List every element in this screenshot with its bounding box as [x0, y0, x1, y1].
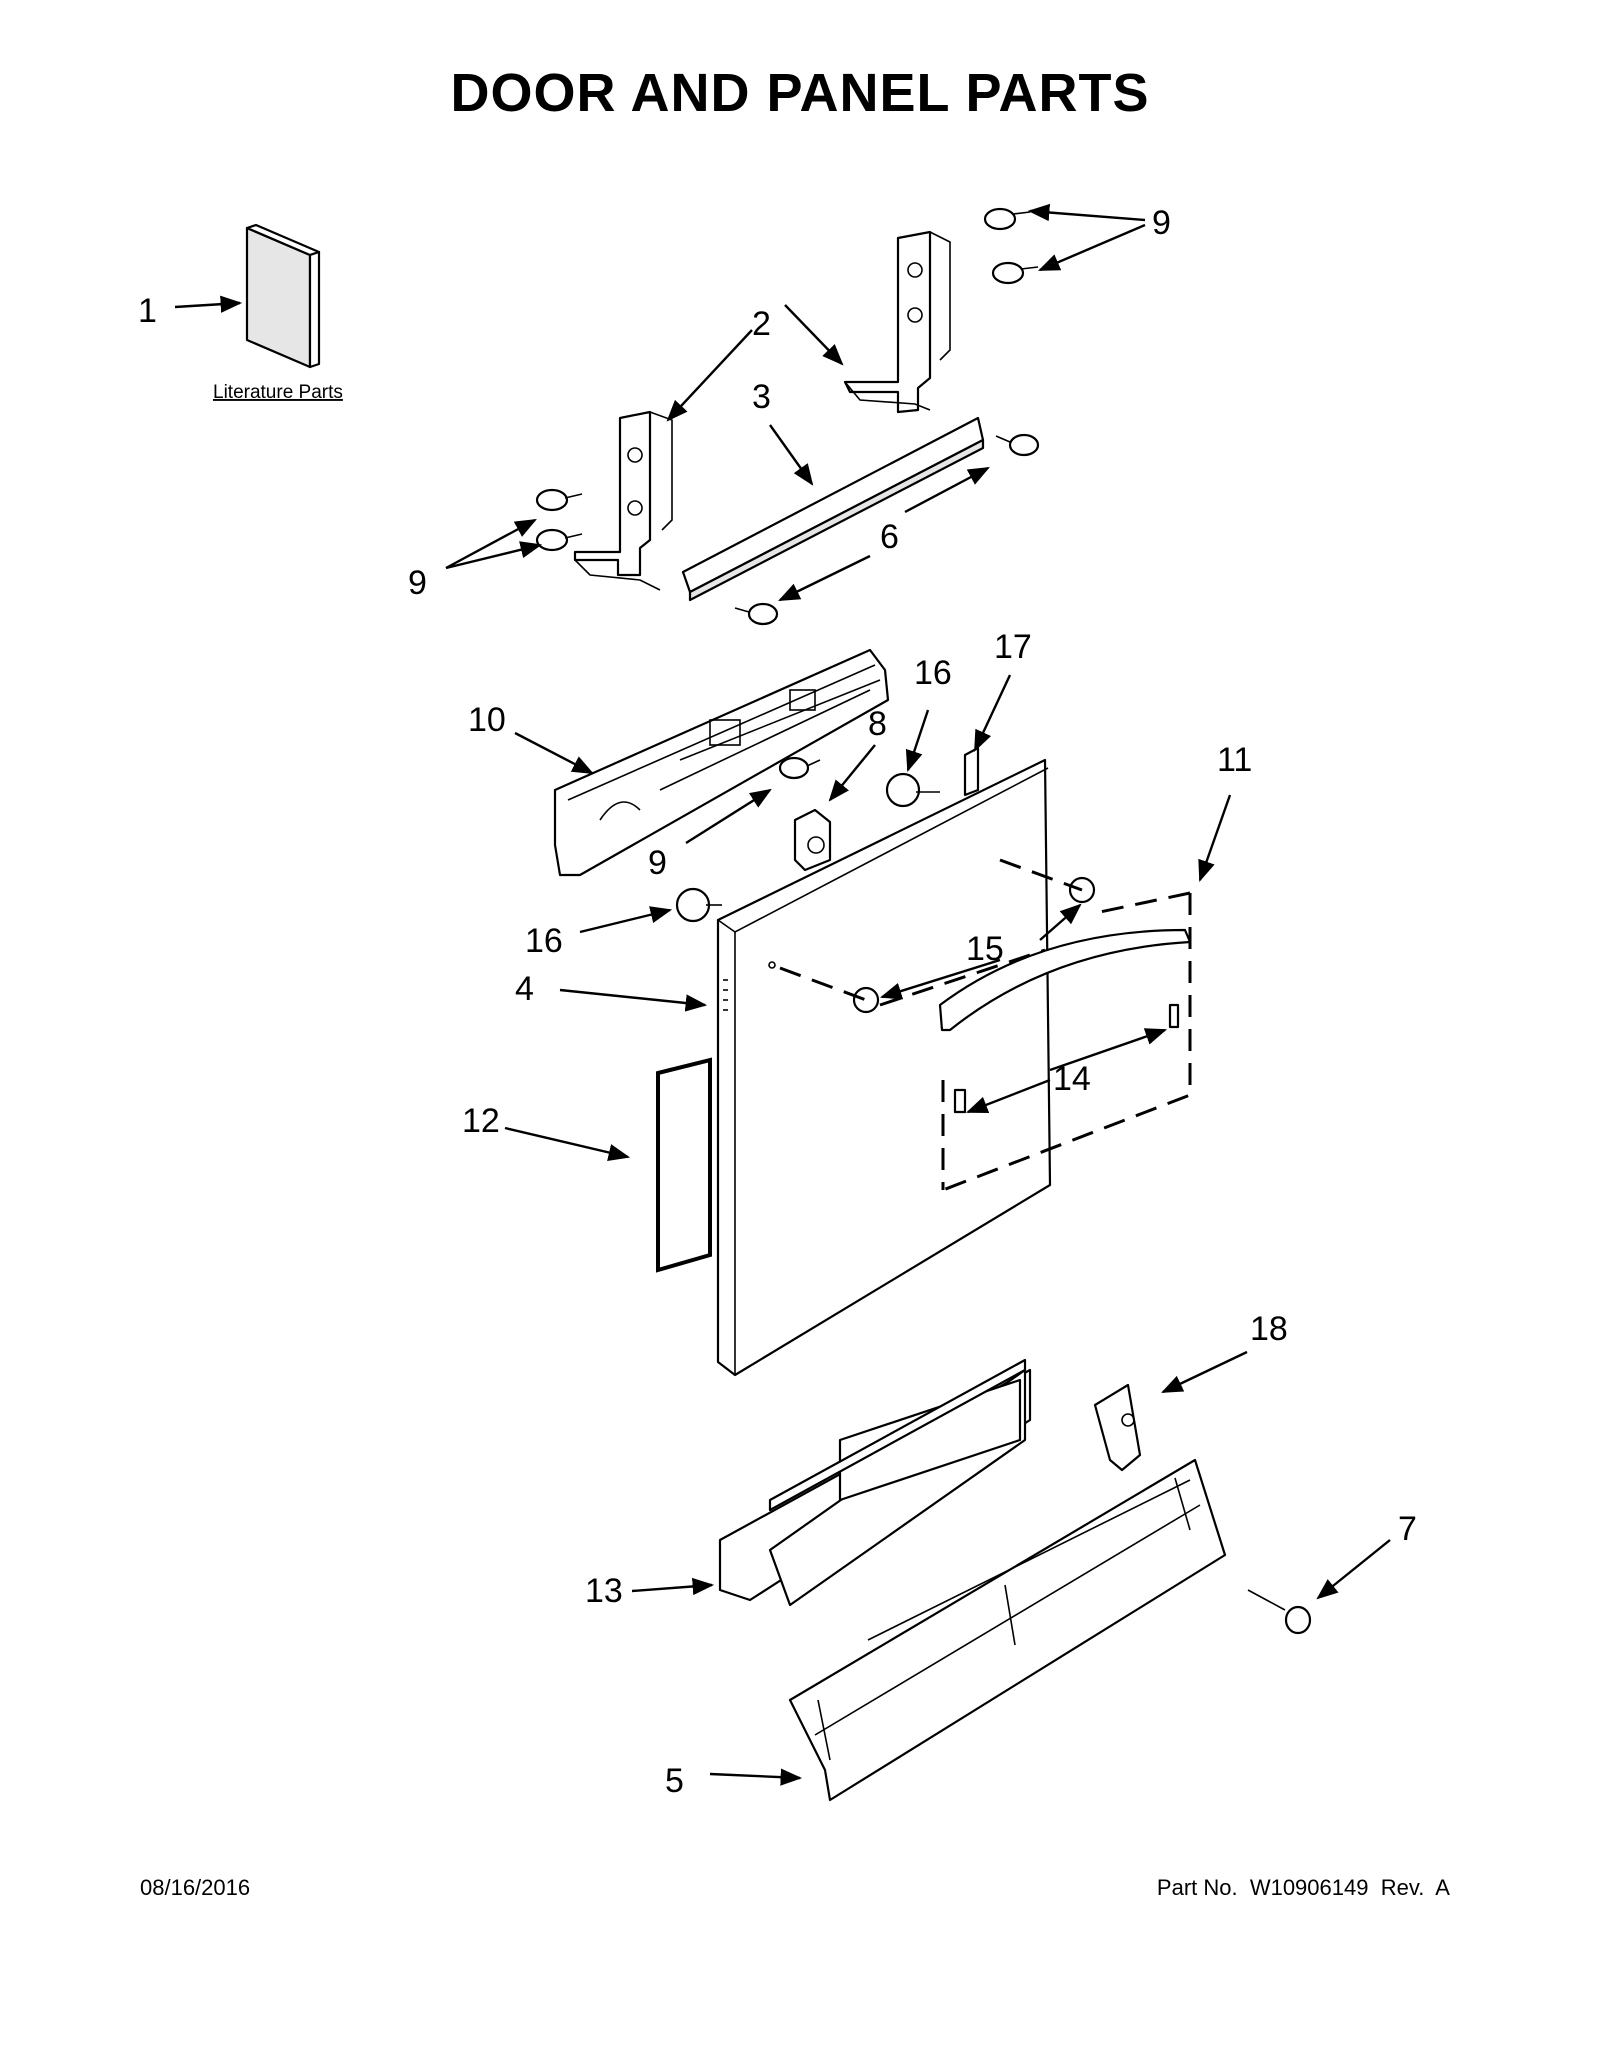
callout-9-left: 9 — [408, 564, 427, 602]
callout-3: 3 — [752, 378, 771, 416]
screw-icon[interactable] — [983, 207, 1031, 231]
hinge-knob-part[interactable] — [675, 887, 722, 923]
leader-lines — [174, 203, 1391, 1786]
handle-mount-part[interactable] — [852, 986, 880, 1014]
callout-12: 12 — [462, 1102, 500, 1140]
callout-5: 5 — [665, 1762, 684, 1800]
callout-1: 1 — [138, 292, 157, 330]
callout-6: 6 — [880, 518, 899, 556]
callout-4: 4 — [515, 970, 534, 1008]
control-panel-housing-part[interactable] — [553, 648, 890, 877]
page-title: DOOR AND PANEL PARTS — [450, 63, 1150, 123]
screw-icon[interactable] — [995, 433, 1040, 457]
screw-icon[interactable] — [778, 756, 821, 780]
callout-16-left: 16 — [525, 922, 563, 960]
footer-part-number: Part No. W10906149 Rev. A — [1156, 1875, 1450, 1900]
screw-icon[interactable] — [535, 528, 583, 552]
literature-parts-label[interactable]: Literature Parts — [213, 382, 343, 403]
callout-14: 14 — [1053, 1060, 1091, 1098]
callout-7: 7 — [1398, 1510, 1417, 1548]
screw-icon[interactable] — [1247, 1589, 1312, 1635]
footer-date: 08/16/2016 — [140, 1875, 251, 1900]
callout-15: 15 — [966, 930, 1004, 968]
callout-9-top: 9 — [1152, 204, 1171, 242]
hinge-knob-part[interactable] — [885, 772, 940, 808]
screw-icon[interactable] — [991, 261, 1039, 285]
kick-plate-clip-part[interactable] — [1093, 1383, 1142, 1472]
callout-8: 8 — [868, 705, 887, 743]
callout-18: 18 — [1250, 1310, 1288, 1348]
callout-2: 2 — [752, 305, 771, 343]
callout-13: 13 — [585, 1572, 623, 1610]
screw-icon[interactable] — [734, 602, 779, 626]
literature-booklet-part[interactable] — [245, 223, 321, 369]
door-handle-assembly-part[interactable] — [779, 858, 1192, 1192]
door-clip-part[interactable] — [963, 746, 980, 797]
right-mounting-bracket-part[interactable] — [843, 230, 951, 414]
callout-10: 10 — [468, 701, 506, 739]
callout-9-mid: 9 — [648, 844, 667, 882]
door-insulation-part[interactable] — [718, 1358, 1032, 1607]
callout-17: 17 — [994, 628, 1032, 666]
callout-11: 11 — [1217, 741, 1252, 779]
panel-strip-part[interactable] — [681, 416, 985, 602]
door-gasket-part[interactable] — [656, 1057, 712, 1273]
door-latch-part[interactable] — [793, 808, 832, 872]
screw-icon[interactable] — [535, 488, 583, 512]
callout-16-top: 16 — [914, 654, 952, 692]
left-mounting-bracket-part[interactable] — [573, 410, 673, 591]
kick-plate-part[interactable] — [788, 1458, 1227, 1802]
door-panel-part[interactable] — [716, 758, 1052, 1377]
